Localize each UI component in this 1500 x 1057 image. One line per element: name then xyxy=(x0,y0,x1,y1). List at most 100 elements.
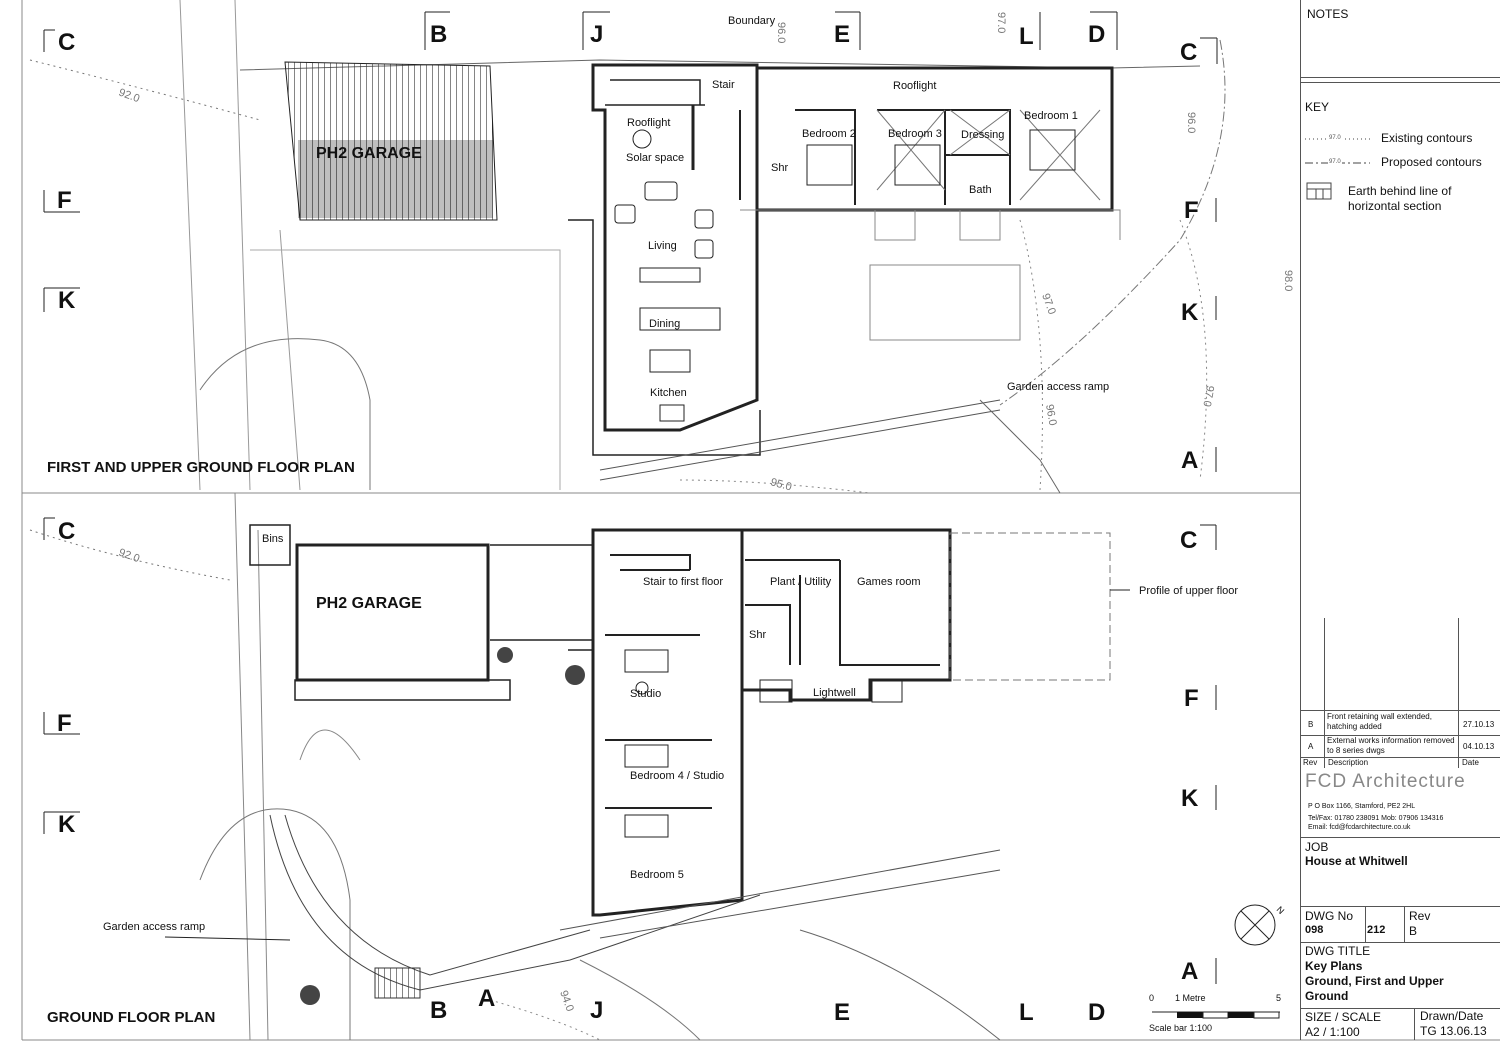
label-garden-ramp: Garden access ramp xyxy=(103,921,205,933)
label-stair: Stair xyxy=(712,79,735,91)
key-earth-hatch: Earth behind line of horizontal section xyxy=(1348,184,1452,213)
label-bedroom-3: Bedroom 3 xyxy=(888,128,942,140)
label-bedroom-2: Bedroom 2 xyxy=(802,128,856,140)
rev-date: 04.10.13 xyxy=(1463,742,1495,751)
contour-label: 92.0 xyxy=(117,87,141,106)
label-bath: Bath xyxy=(969,184,992,196)
label-living: Living xyxy=(648,240,677,252)
upper-plan xyxy=(29,0,1226,494)
rev-description: External works information removed to 8 … xyxy=(1327,736,1455,755)
rev-id: B xyxy=(1308,720,1314,729)
grid-letter: F xyxy=(1184,197,1199,224)
rev-description: Front retaining wall extended, hatching … xyxy=(1327,712,1432,731)
grid-letter: F xyxy=(57,187,72,214)
label-solar-space: Solar space xyxy=(626,152,684,164)
dwg-title-line: Ground, First and Upper xyxy=(1305,974,1444,988)
north-arrow-icon xyxy=(1234,904,1276,946)
north-label: N xyxy=(1275,904,1287,916)
label-bedroom-5: Bedroom 5 xyxy=(630,869,684,881)
label-games-room: Games room xyxy=(857,576,921,588)
scale-caption: Scale bar 1:100 xyxy=(1149,1023,1212,1033)
ground-garage xyxy=(295,543,490,682)
revision-table: B Front retaining wall extended, hatchin… xyxy=(1300,618,1500,768)
label-kitchen: Kitchen xyxy=(650,387,687,399)
label-studio: Studio xyxy=(630,688,661,700)
scale-unit: 1 Metre xyxy=(1175,993,1206,1003)
grid-letter: K xyxy=(58,287,76,314)
contour-label: 94.0 xyxy=(557,989,576,1013)
contour-label: 98.0 xyxy=(1282,270,1294,291)
ground-plan xyxy=(29,492,1130,1041)
grid-letter: K xyxy=(1181,785,1199,812)
size-scale-label: SIZE / SCALE xyxy=(1305,1010,1382,1024)
firm-email: Email: fcd@fcdarchitecture.co.uk xyxy=(1308,824,1411,831)
label-garden-ramp: Garden access ramp xyxy=(1007,381,1109,393)
scale-bar xyxy=(1152,1011,1280,1019)
grid-letter: C xyxy=(58,518,75,545)
upper-plan-title: FIRST AND UPPER GROUND FLOOR PLAN xyxy=(47,459,355,476)
label-boundary: Boundary xyxy=(728,15,776,27)
key-proposed-contours: Proposed contours xyxy=(1381,155,1482,169)
grid-letter: F xyxy=(57,710,72,737)
label-plant: Plant / Utility xyxy=(770,576,832,588)
grid-letter: K xyxy=(1181,299,1199,326)
dwg-no-label: DWG No xyxy=(1305,909,1353,923)
contour-label: 96.0 xyxy=(775,22,787,43)
label-rooflight: Rooflight xyxy=(627,117,670,129)
label-lightwell: Lightwell xyxy=(813,687,856,699)
key-existing-contour-sample: 97.0 xyxy=(1328,135,1342,142)
label-bedroom-1: Bedroom 1 xyxy=(1024,110,1078,122)
label-shr: Shr xyxy=(749,629,766,641)
grid-letter: J xyxy=(590,21,603,48)
drawn-label: Drawn/Date xyxy=(1420,1009,1484,1023)
rev-header: Description xyxy=(1328,758,1369,767)
grid-letter: C xyxy=(1180,527,1197,554)
upper-garage-hatch xyxy=(284,61,498,221)
grid-letter: D xyxy=(1088,21,1105,48)
grid-letter: F xyxy=(1184,685,1199,712)
label-shr: Shr xyxy=(771,162,788,174)
firm-address: P O Box 1166, Stamford, PE2 2HL xyxy=(1308,803,1416,810)
scale-start: 0 xyxy=(1149,993,1154,1003)
label-garage: PH2 GARAGE xyxy=(316,595,422,612)
job-value: House at Whitwell xyxy=(1305,854,1408,868)
grid-letter: A xyxy=(1181,958,1198,985)
grid-letter: J xyxy=(590,997,603,1024)
grid-letter: E xyxy=(834,21,850,48)
grid-letter: D xyxy=(1088,999,1105,1026)
label-stair: Stair to first floor xyxy=(643,576,723,588)
dwg-title-label: DWG TITLE xyxy=(1305,944,1371,958)
grid-letter: K xyxy=(58,811,76,838)
grid-letter: C xyxy=(1180,39,1197,66)
key-existing-contours: Existing contours xyxy=(1381,131,1473,145)
contour-label: 92.0 xyxy=(117,547,141,566)
dwg-no-number: 212 xyxy=(1367,924,1386,936)
grid-letter: B xyxy=(430,997,447,1024)
contour-label: 97.0 xyxy=(995,12,1007,33)
contour-label: 97.0 xyxy=(1200,384,1216,407)
rev-header: Rev xyxy=(1303,758,1318,767)
contour-label: 95.0 xyxy=(769,476,793,493)
rev-id: A xyxy=(1308,742,1314,751)
label-profile: Profile of upper floor xyxy=(1139,585,1238,597)
label-dining: Dining xyxy=(649,318,680,330)
key-proposed-contour-sample: 97.0 xyxy=(1328,159,1342,166)
label-garage: PH2 GARAGE xyxy=(316,145,422,162)
grid-letter: L xyxy=(1019,999,1034,1026)
size-scale-value: A2 / 1:100 xyxy=(1305,1025,1360,1039)
grid-letter: E xyxy=(834,999,850,1026)
drawn-value: TG 13.06.13 xyxy=(1420,1024,1487,1038)
grid-letter: B xyxy=(430,21,447,48)
contour-label: 96.0 xyxy=(1185,112,1197,133)
scale-end: 5 xyxy=(1276,993,1281,1003)
rev-value: B xyxy=(1409,924,1418,938)
grid-letter: A xyxy=(478,985,495,1012)
firm-logo: FCD Architecture xyxy=(1305,771,1466,792)
key-heading: KEY xyxy=(1305,100,1330,114)
dwg-no-prefix: 098 xyxy=(1305,924,1324,936)
label-bins: Bins xyxy=(262,533,284,545)
grid-letter: L xyxy=(1019,23,1034,50)
label-rooflight: Rooflight xyxy=(893,80,936,92)
grid-letter: A xyxy=(1181,447,1198,474)
